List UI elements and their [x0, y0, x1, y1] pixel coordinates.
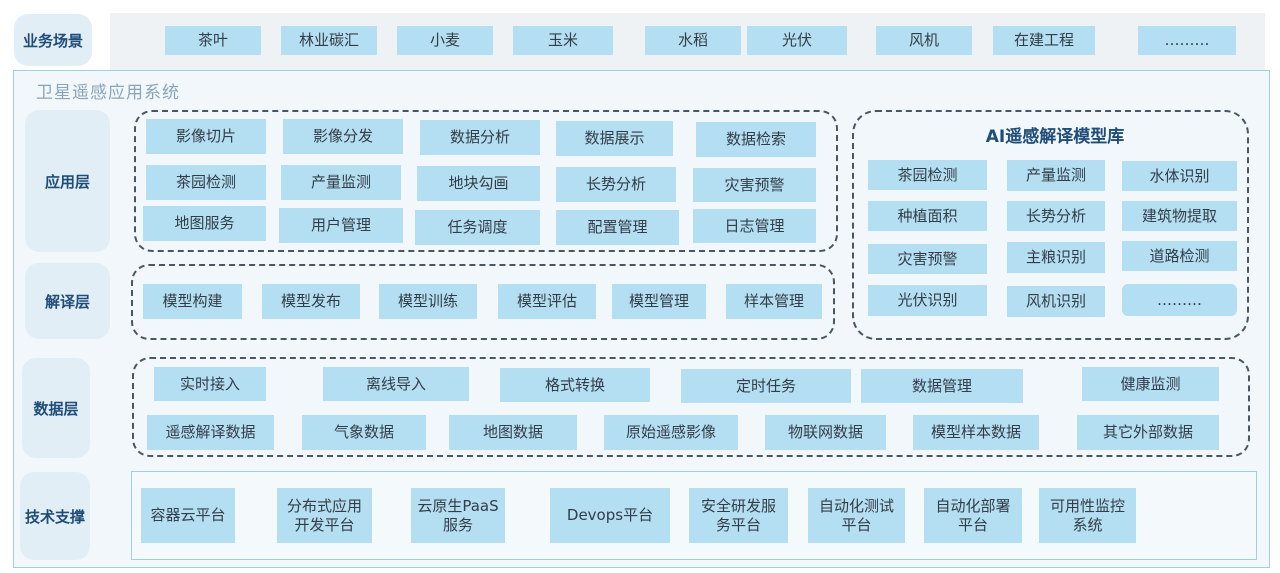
ai-model-chip: 产量监测: [1007, 160, 1105, 191]
tech-chip: 安全研发服 务平台: [689, 488, 788, 543]
ai-model-chip: 灾害预警: [868, 244, 987, 274]
data-layer-group: [132, 357, 1250, 457]
tech-chip-text-line2: 务平台: [715, 515, 761, 534]
interpretation-chip: 模型训练: [379, 284, 477, 319]
app-chip: 配置管理: [556, 210, 679, 245]
tech-chip-text-line2: 系统: [1072, 515, 1103, 534]
ai-model-library-title: AI遥感解译模型库: [985, 127, 1125, 147]
ai-model-chip: 道路检测: [1122, 241, 1237, 271]
data-layer-label: 数据层: [22, 358, 90, 458]
tech-chip-text: 容器云平台: [150, 506, 226, 524]
ai-model-chip: 主粮识别: [1007, 242, 1105, 273]
application-layer-group: [134, 110, 838, 252]
tech-chip: 可用性监控 系统: [1039, 488, 1136, 543]
interpretation-layer-group: [131, 264, 835, 340]
app-chip: 数据检索: [696, 122, 816, 157]
tech-chip-text-line1: 自动化部署: [935, 496, 1011, 515]
ai-model-chip: 光伏识别: [868, 285, 987, 316]
ai-model-library-group: [852, 110, 1249, 340]
data-source-chip: 地图数据: [449, 415, 577, 450]
data-ingest-chip: 定时任务: [681, 369, 851, 403]
interpretation-chip: 模型发布: [262, 284, 360, 319]
app-chip: 用户管理: [279, 208, 403, 243]
ai-model-chip: 茶园检测: [868, 160, 987, 190]
app-chip: 地图服务: [143, 206, 266, 241]
data-source-chip: 模型样本数据: [913, 415, 1039, 450]
app-chip: 长势分析: [556, 167, 676, 202]
scenario-chip: 风机: [876, 26, 972, 55]
ai-model-chip: 风机识别: [1007, 286, 1105, 317]
interpretation-chip: 模型管理: [612, 284, 706, 319]
tech-chip-text-line1: 云原生PaaS: [417, 496, 499, 515]
tech-chip-text-line2: 开发平台: [294, 515, 355, 534]
data-ingest-chip: 实时接入: [154, 367, 266, 401]
tech-chip-text-line1: 自动化测试: [818, 496, 894, 515]
tech-chip-text: Devops平台: [566, 506, 654, 524]
app-chip: 影像切片: [146, 119, 266, 154]
data-source-chip: 气象数据: [302, 415, 426, 450]
scenario-chip: 水稻: [645, 26, 741, 55]
scenario-chip: ………: [1138, 26, 1236, 55]
tech-chip-text-line1: 分布式应用: [286, 496, 362, 515]
interpretation-chip: 样本管理: [726, 284, 822, 319]
app-chip: 数据展示: [556, 121, 673, 156]
data-ingest-chip: 离线导入: [323, 367, 469, 401]
application-layer-label: 应用层: [25, 110, 110, 252]
ai-model-chip: 长势分析: [1007, 201, 1105, 231]
tech-chip: 自动化部署 平台: [924, 488, 1022, 543]
tech-chip-text-line2: 平台: [841, 515, 872, 534]
tech-chip: 自动化测试 平台: [808, 488, 905, 543]
app-chip: 地块勾画: [417, 166, 540, 201]
data-ingest-chip: 数据管理: [861, 369, 1023, 403]
scenario-chip: 在建工程: [993, 26, 1095, 55]
app-chip: 数据分析: [420, 120, 540, 155]
tech-chip-text-line2: 平台: [957, 515, 988, 534]
tech-support-label: 技术支撑: [20, 472, 90, 560]
tech-chip: 云原生PaaS 服务: [411, 488, 505, 543]
scenario-chip: 茶叶: [165, 26, 261, 55]
ai-model-chip: 水体识别: [1122, 161, 1237, 191]
data-source-chip: 遥感解译数据: [147, 415, 274, 450]
tech-chip-text-line1: 安全研发服: [700, 496, 776, 515]
ai-model-chip: ………: [1122, 284, 1237, 316]
system-title: 卫星遥感应用系统: [36, 83, 180, 103]
data-source-chip: 其它外部数据: [1077, 415, 1219, 450]
data-ingest-chip: 格式转换: [500, 368, 650, 402]
app-chip: 产量监测: [281, 165, 401, 200]
app-chip: 影像分发: [283, 119, 403, 154]
scenario-chip: 光伏: [747, 26, 847, 55]
data-source-chip: 原始遥感影像: [604, 415, 738, 450]
data-source-chip: 物联网数据: [765, 415, 886, 450]
business-scenario-label: 业务场景: [14, 14, 92, 66]
tech-chip-text-line2: 服务: [442, 515, 473, 534]
tech-chip: 分布式应用 开发平台: [277, 488, 372, 543]
tech-chip: Devops平台: [550, 488, 670, 543]
scenario-chip: 林业碳汇: [281, 26, 377, 55]
scenario-chip: 小麦: [397, 26, 493, 55]
ai-model-chip: 种植面积: [868, 201, 987, 231]
interpretation-chip: 模型评估: [498, 284, 596, 319]
interpretation-layer-label: 解译层: [25, 263, 110, 339]
app-chip: 任务调度: [415, 210, 540, 245]
interpretation-chip: 模型构建: [143, 284, 242, 319]
scenario-chip: 玉米: [513, 26, 613, 55]
ai-model-chip: 建筑物提取: [1122, 201, 1237, 231]
app-chip: 日志管理: [693, 209, 816, 243]
tech-chip-text-line1: 可用性监控: [1049, 496, 1125, 515]
app-chip: 灾害预警: [693, 168, 816, 202]
app-chip: 茶园检测: [146, 165, 266, 200]
data-ingest-chip: 健康监测: [1082, 367, 1219, 401]
tech-chip: 容器云平台: [141, 488, 235, 543]
